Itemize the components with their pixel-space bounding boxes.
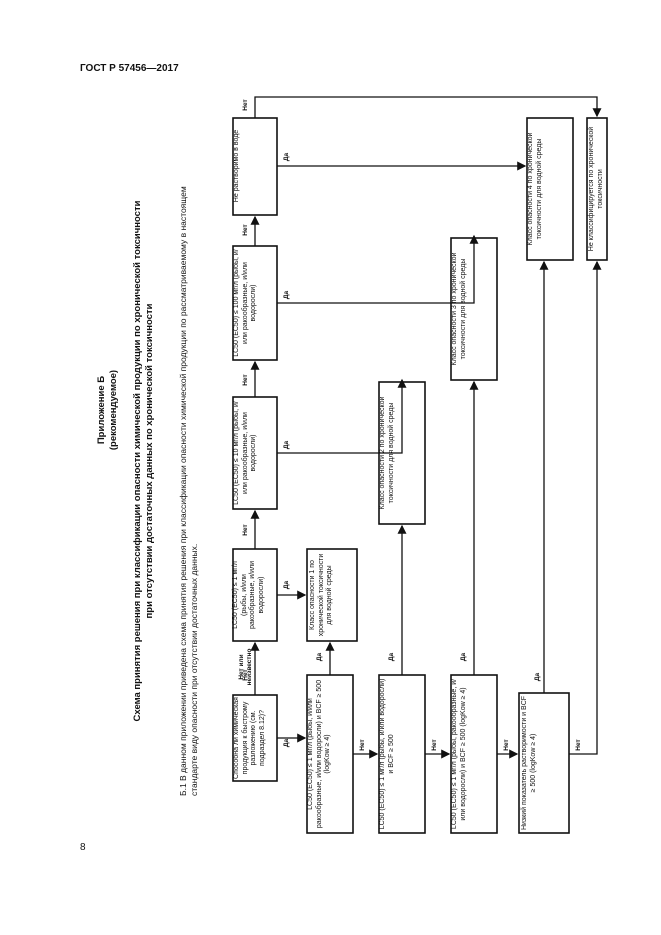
box-c1 (306, 548, 358, 642)
page-number: 8 (80, 842, 86, 853)
label-q3-yes: Да (283, 440, 290, 450)
label-q1-no-unknown: Нет или неизвестно (238, 648, 253, 686)
q1-text: Способна ли химическая продукция к быстр… (233, 697, 266, 779)
document-header: ГОСТ Р 57456—2017 (80, 63, 179, 74)
label-q5-no: Нет (242, 99, 249, 111)
label-r4-no: Нет (575, 739, 582, 751)
label-q1-yes: Да (283, 738, 290, 748)
label-q5-yes: Да (283, 152, 290, 162)
box-q2 (232, 548, 278, 642)
nc-text: Не классифицируется по хронической токси… (588, 126, 604, 252)
q5-text: Не растворимо в воде (233, 129, 240, 203)
label-r3-no: Нет (503, 739, 510, 751)
connectors (250, 96, 602, 759)
r3-text: LC50 (EC50) ≤ 1 мг/л (рыбы, ракообразные… (451, 678, 467, 830)
box-r4 (518, 692, 570, 834)
label-r2-no: Нет (431, 739, 438, 751)
connector-r4-nc (569, 260, 602, 755)
label-q4-no: Нет (242, 224, 249, 236)
label-r1-yes: Да (316, 652, 323, 662)
label-r4-yes: Да (534, 672, 541, 682)
connector-q3-c2 (277, 378, 407, 454)
label-r2-yes: Да (388, 652, 395, 662)
label-q3-no: Нет (242, 374, 249, 386)
c1-text: Класс опасности 1 по хронической токсичн… (309, 553, 333, 637)
box-nc (586, 117, 608, 261)
q3-text: LC50 (EC50) ≤ 10 мг/л (рыбы, и/или ракоо… (233, 401, 257, 505)
r4-text: Низкий показатель растворимости и BCF ≥ … (521, 695, 537, 831)
label-q4-yes: Да (283, 290, 290, 300)
label-r1-no: Нет (359, 739, 366, 751)
connector-q5-nc (254, 96, 602, 118)
label-q2-yes: Да (283, 580, 290, 590)
q4-text: LC50 (EC50) ≤ 100 мг/л (рыбы, и/или рако… (233, 249, 257, 357)
c3-text: Класс опасности 3 по хронической токсичн… (451, 252, 467, 366)
q2-text: LC50 (EC50) ≤ 1 мг/л (рыбы, и/или ракооб… (232, 560, 265, 630)
r2-text: LC50 (EC50) ≤ 1 мг/л (рыбы, и/или водоро… (379, 678, 395, 830)
r1-text: LC50 (EC50) ≤ 1 мг/л (рыбы, и/или ракооб… (307, 679, 331, 829)
label-q2-no: Нет (242, 524, 249, 536)
box-c4 (526, 117, 574, 261)
label-r3-yes: Да (460, 652, 467, 662)
box-r3 (450, 674, 498, 834)
c4-text: Класс опасности 4 по хронической токсичн… (527, 132, 543, 246)
box-q3 (232, 396, 278, 510)
connector-q4-c3 (277, 234, 479, 304)
c2-text: Класс опасности 2 по хронической токсичн… (379, 396, 395, 510)
